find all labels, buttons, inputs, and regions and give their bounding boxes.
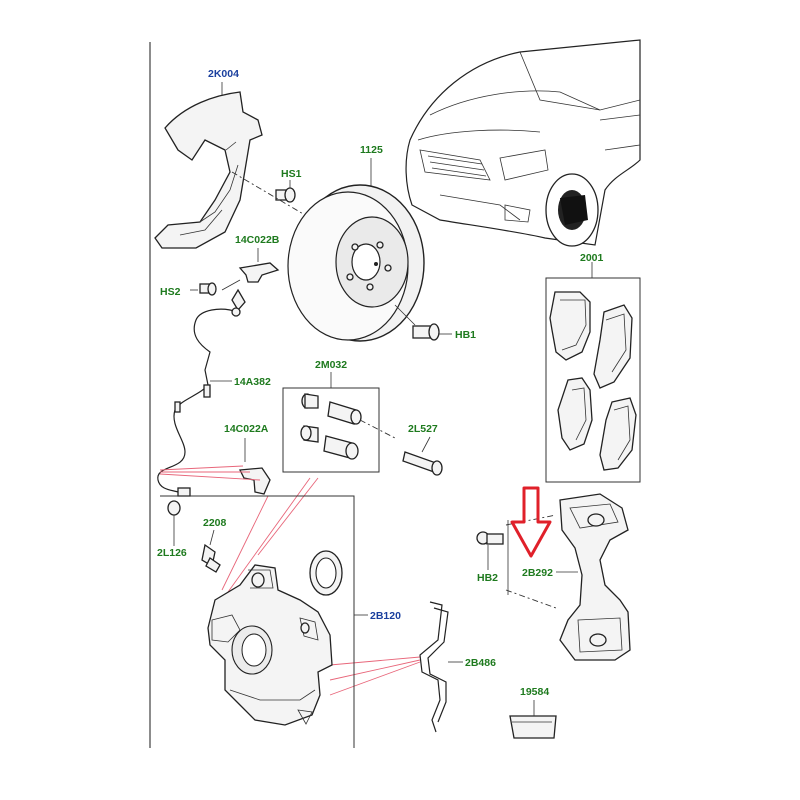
label-2208: 2208 (203, 517, 227, 529)
label-2l527: 2L527 (408, 423, 438, 435)
axis-line-carrier-bottom (505, 589, 557, 609)
bleed-cap-part (167, 500, 181, 546)
hs2-bolt-part (190, 282, 217, 296)
label-2b292: 2B292 (522, 567, 553, 579)
hs1-bolt-part (275, 180, 296, 203)
label-2m032: 2M032 (315, 359, 347, 371)
guide-bolt-part (402, 436, 443, 476)
label-2b120: 2B120 (370, 610, 401, 622)
label-1125: 1125 (360, 144, 383, 156)
spring-clip-part (419, 601, 463, 733)
brake-pads-part (549, 291, 637, 471)
brake-shield-part (154, 91, 263, 249)
label-hs1: HS1 (281, 168, 302, 180)
leader-lines-pink (159, 465, 421, 696)
hb2-bolt-part (476, 531, 504, 570)
label-hb1: HB1 (455, 329, 476, 341)
piston-seal-part (309, 550, 343, 596)
axis-line-carrier-top (505, 514, 557, 526)
caliper-body-part (207, 564, 333, 726)
label-hb2: HB2 (477, 572, 498, 584)
label-14c022b: 14C022B (235, 234, 280, 246)
vehicle-illustration (405, 39, 641, 247)
label-14a382: 14A382 (234, 376, 271, 388)
slide-pin-kit-part (300, 372, 396, 460)
brake-pads-box (545, 277, 641, 483)
hb1-bolt-part (394, 304, 452, 341)
label-2k004: 2K004 (208, 68, 239, 80)
label-2001: 2001 (580, 252, 604, 264)
down-arrow-icon (510, 486, 552, 558)
label-2b486: 2B486 (465, 657, 496, 669)
sensor-wire-part (157, 307, 241, 497)
brake-disc-part (287, 184, 425, 342)
slide-pin-kit-box (282, 387, 380, 473)
label-14c022a: 14C022A (224, 423, 269, 435)
sensor-bracket-a-part (238, 438, 271, 495)
label-hs2: HS2 (160, 286, 181, 298)
bleed-screw-part (201, 529, 221, 573)
sensor-bracket-b-part (221, 248, 280, 312)
label-19584: 19584 (520, 686, 549, 698)
caliper-carrier-part (556, 493, 631, 661)
caliper-box (160, 495, 355, 748)
label-2l126: 2L126 (157, 547, 187, 559)
grease-sachet-part (509, 700, 557, 739)
